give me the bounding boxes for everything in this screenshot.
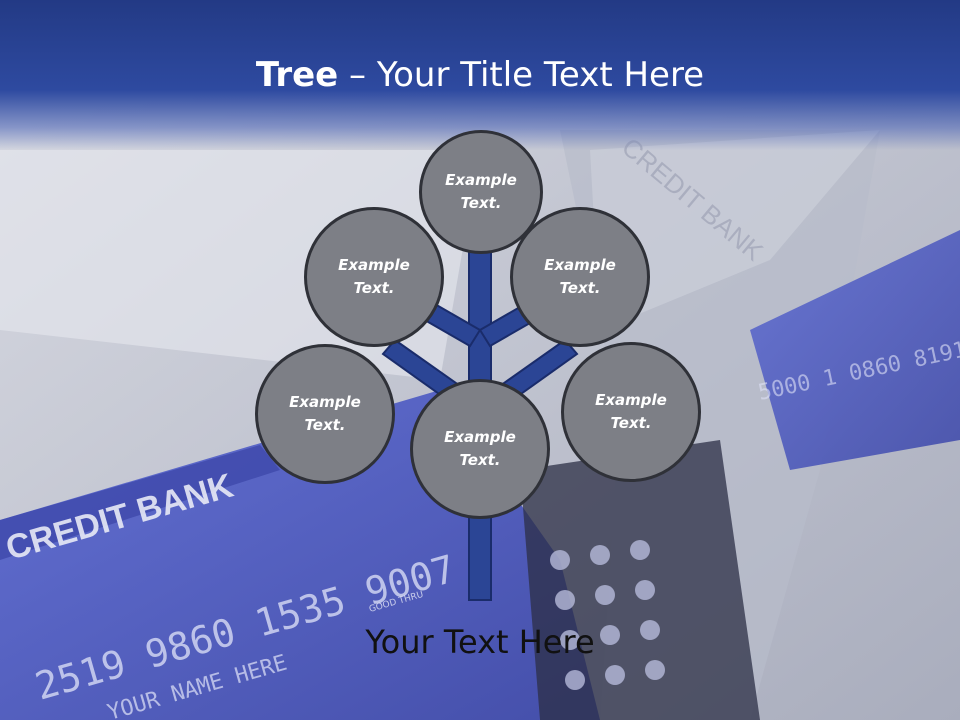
tree-node-center[interactable]: Example Text. [410,379,550,519]
tree-node-upper-right-text: Example Text. [544,256,616,297]
tree-node-top[interactable]: Example Text. [419,130,543,254]
footer-text[interactable]: Your Text Here [365,623,595,661]
tree-node-lower-right[interactable]: Example Text. [561,342,701,482]
tree-node-top-text: Example Text. [445,171,517,212]
tree-node-upper-right[interactable]: Example Text. [510,207,650,347]
title-banner [0,0,960,150]
tree-node-upper-left-text: Example Text. [338,256,410,297]
tree-node-center-text: Example Text. [444,428,516,469]
title-bold: Tree [255,55,339,95]
tree-node-upper-left[interactable]: Example Text. [304,207,444,347]
slide-title[interactable]: Tree – Your Title Text Here [0,52,960,98]
title-rest: – Your Title Text Here [338,55,705,95]
tree-node-lower-left[interactable]: Example Text. [255,344,395,484]
tree-node-lower-right-text: Example Text. [595,391,667,432]
tree-node-lower-left-text: Example Text. [289,393,361,434]
